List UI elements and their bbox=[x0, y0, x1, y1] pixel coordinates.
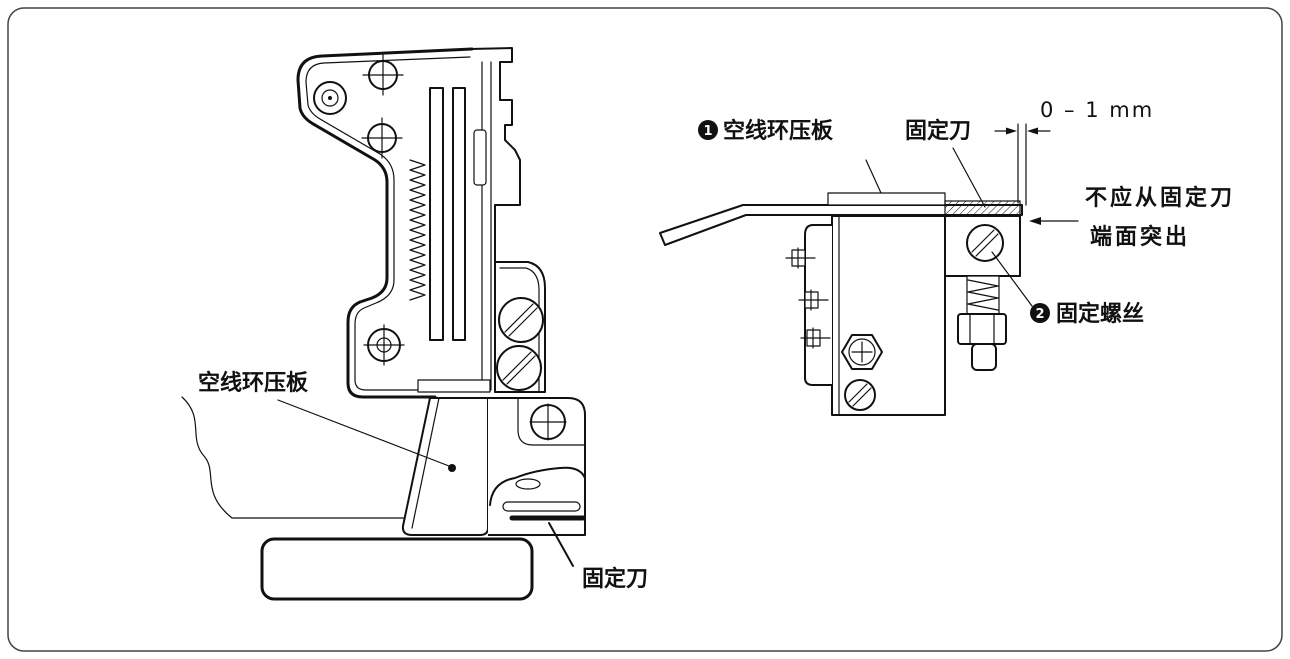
screw-head bbox=[844, 379, 876, 411]
adjuster-shaft bbox=[971, 343, 997, 371]
bracket-screw bbox=[798, 289, 829, 311]
label-pressure-plate: 空线环压板 bbox=[198, 370, 309, 396]
adjuster-nut bbox=[957, 313, 1007, 345]
screw-center bbox=[328, 96, 332, 100]
dimension-arrow-right-head bbox=[1027, 127, 1038, 135]
plate-bottom-bar bbox=[417, 379, 491, 393]
fabric-outline bbox=[181, 396, 406, 519]
callout-badge-1 bbox=[698, 120, 718, 140]
plate-hole-middle bbox=[361, 117, 403, 159]
needle-plate bbox=[296, 47, 521, 399]
pressure-plate-top-layer bbox=[827, 192, 946, 206]
feed-dog-outline bbox=[469, 47, 521, 393]
screw-cross-slot bbox=[851, 341, 873, 363]
bracket-screw bbox=[785, 247, 816, 269]
screw-slot bbox=[502, 351, 536, 385]
screw-block-inner bbox=[499, 267, 540, 393]
label-fixed-screw: 固定螺丝 bbox=[1056, 301, 1144, 327]
right-view: 1 空线环压板 固定刀 0 – 1 mm 不应从固定刀 端面突出 2 固定螺丝 bbox=[659, 98, 1235, 416]
screw-mark bbox=[785, 247, 816, 269]
pressure-plate-inner-edge bbox=[411, 397, 440, 529]
screw-slot bbox=[504, 303, 538, 337]
body-screw-lower bbox=[844, 379, 876, 411]
screw-mark bbox=[800, 327, 831, 349]
hole-crosshair bbox=[362, 54, 404, 96]
screw-mark bbox=[798, 289, 829, 311]
looper-contour bbox=[489, 466, 586, 506]
hole-crosshair bbox=[361, 117, 403, 159]
feed-dog-slot bbox=[473, 129, 487, 186]
callout-2: 2 固定螺丝 bbox=[1030, 301, 1144, 327]
screw-block bbox=[494, 261, 546, 393]
callout-1: 1 空线环压板 bbox=[698, 118, 834, 144]
figure-frame bbox=[7, 7, 1283, 652]
screw-head bbox=[498, 297, 544, 343]
callout-number-2: 2 bbox=[1035, 307, 1044, 322]
pressure-plate-marker-dot bbox=[448, 464, 456, 472]
slotted-screw-lower bbox=[496, 345, 542, 391]
needle-slot-right bbox=[452, 87, 466, 341]
looper-tip bbox=[515, 478, 541, 490]
needle-slot-left bbox=[429, 87, 444, 341]
screw-head bbox=[966, 224, 1004, 262]
dimension-arrow-left-head bbox=[1006, 127, 1017, 135]
needle-plate-inner-top bbox=[305, 56, 471, 83]
knife-slot bbox=[502, 501, 581, 512]
plate-screw-lower bbox=[363, 324, 405, 366]
screw-head bbox=[496, 345, 542, 391]
screw-inner-ring bbox=[321, 89, 339, 107]
leader-callout-2 bbox=[991, 251, 1033, 307]
body-screw-upper bbox=[841, 334, 883, 370]
knife-holder-screw bbox=[529, 403, 567, 441]
machine-body-block bbox=[831, 215, 946, 416]
note-line-2: 端面突出 bbox=[1090, 224, 1190, 250]
adjuster-assembly bbox=[957, 275, 1007, 371]
label-pressure-plate-right: 空线环压板 bbox=[723, 118, 834, 144]
base-plate bbox=[260, 537, 534, 601]
fixed-knife-holder bbox=[488, 397, 586, 536]
leader-pressure-plate bbox=[277, 399, 450, 467]
left-view: 空线环压板 固定刀 bbox=[181, 47, 648, 601]
screw-slot bbox=[848, 383, 872, 407]
leader-fixed-knife bbox=[548, 522, 574, 567]
needle-plate-top-edge bbox=[296, 47, 474, 82]
edge-arrow-head bbox=[1029, 217, 1041, 225]
thread-loop-pressure-plate bbox=[401, 397, 489, 536]
adjuster-spring bbox=[967, 279, 999, 311]
screw-slot bbox=[971, 229, 999, 257]
leader-fixed-knife-right bbox=[952, 147, 986, 208]
edge-arrow bbox=[1029, 217, 1079, 225]
slotted-screw-upper bbox=[498, 297, 544, 343]
leader-callout-1 bbox=[865, 159, 882, 194]
label-fixed-knife-right: 固定刀 bbox=[905, 118, 971, 144]
side-bracket bbox=[785, 224, 832, 386]
screw-crosshair bbox=[529, 403, 567, 441]
label-fixed-knife: 固定刀 bbox=[582, 566, 648, 592]
label-dimension: 0 – 1 mm bbox=[1040, 98, 1154, 122]
note-line-1: 不应从固定刀 bbox=[1085, 185, 1235, 211]
nut-facets bbox=[969, 313, 995, 345]
tension-spring bbox=[409, 159, 426, 301]
knife-holder-pocket bbox=[517, 397, 586, 446]
needle-plate-inner-outline bbox=[305, 81, 419, 391]
callout-number-1: 1 bbox=[703, 124, 712, 139]
pressure-plate-outline bbox=[401, 397, 489, 536]
needle-plate-outline bbox=[296, 78, 437, 399]
plate-screw-top-left bbox=[313, 81, 347, 115]
callout-badge-2 bbox=[1030, 303, 1050, 323]
plate-hole-upper bbox=[362, 54, 404, 96]
bracket-screw bbox=[800, 327, 831, 349]
dimension-marker bbox=[994, 123, 1051, 206]
fixed-screw bbox=[966, 224, 1004, 262]
screw-crosshair bbox=[363, 324, 405, 366]
